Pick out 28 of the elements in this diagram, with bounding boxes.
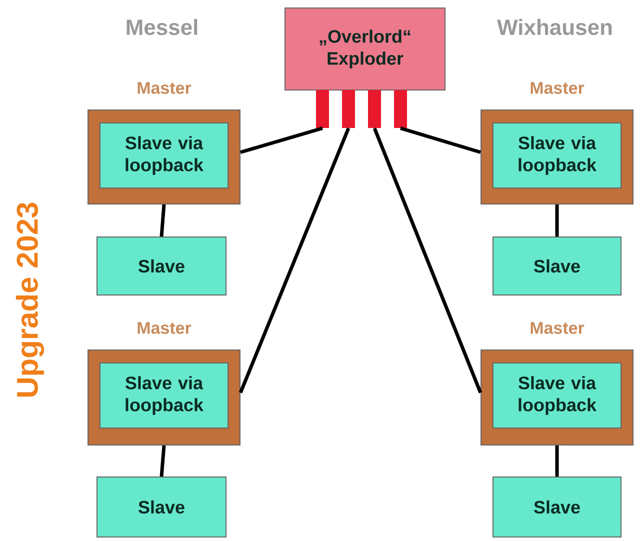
port-bar xyxy=(394,90,407,128)
upgrade-label: Upgrade 2023 xyxy=(16,202,44,397)
connector-line xyxy=(555,204,559,236)
connector-line xyxy=(238,128,350,394)
slave-box: Slave xyxy=(96,476,226,538)
slave-box: Slave via loopback xyxy=(492,122,622,188)
slave-box: Slave via loopback xyxy=(100,122,228,188)
port-bar xyxy=(368,90,381,128)
connector-line xyxy=(400,126,481,154)
slave-box: Slave via loopback xyxy=(100,362,228,428)
connector-line xyxy=(160,445,166,477)
connector-line xyxy=(160,204,166,237)
port-bar xyxy=(316,90,329,128)
connector-line xyxy=(240,126,323,154)
slave-box: Slave via loopback xyxy=(492,362,622,428)
site-label: Messel xyxy=(126,18,198,36)
slave-box: Slave xyxy=(492,476,622,538)
master-heading: Master xyxy=(530,82,584,94)
port-bar xyxy=(342,90,355,128)
site-label: Wixhausen xyxy=(497,18,612,36)
connector-line xyxy=(372,128,482,394)
master-heading: Master xyxy=(138,82,192,94)
slave-box: Slave xyxy=(492,236,622,296)
master-heading: Master xyxy=(530,322,584,334)
exploder-box: „Overlord“ Exploder xyxy=(284,8,446,90)
connector-line xyxy=(555,446,559,476)
master-heading: Master xyxy=(138,322,192,334)
slave-box: Slave xyxy=(96,236,226,296)
